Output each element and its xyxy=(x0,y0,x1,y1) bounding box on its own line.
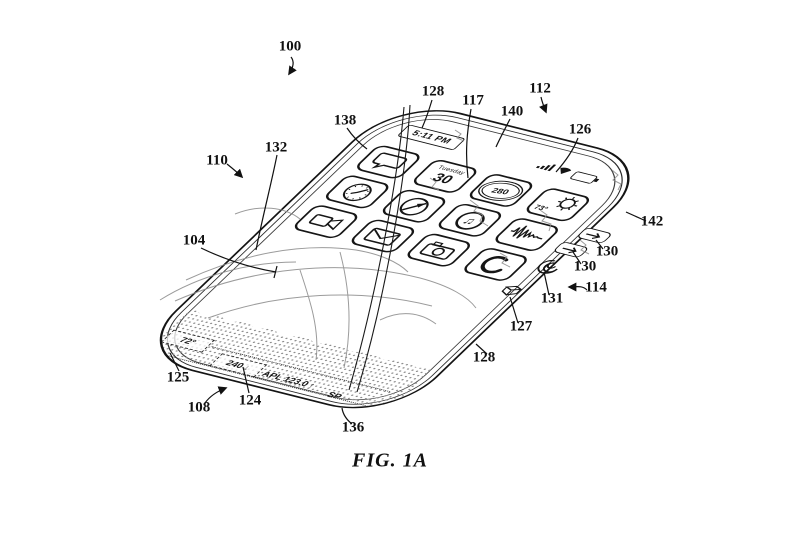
ref-label-130: 130 xyxy=(574,259,597,276)
leader-100 xyxy=(289,57,293,74)
ref-label-110: 110 xyxy=(206,153,228,170)
ref-label-127: 127 xyxy=(510,319,533,336)
leader-128-bottom xyxy=(476,344,487,354)
glass-phone-body: 5:11 PM Tuesday 30 280 xyxy=(129,97,661,421)
ref-label-100: 100 xyxy=(279,39,302,56)
leader-108 xyxy=(205,388,226,403)
ref-label-136: 136 xyxy=(342,420,365,437)
ref-label-128: 128 xyxy=(422,84,445,101)
ref-label-131: 131 xyxy=(541,291,564,308)
leader-114 xyxy=(569,287,587,290)
ref-label-125: 125 xyxy=(167,370,190,387)
ref-label-128: 128 xyxy=(473,350,496,367)
ref-label-108: 108 xyxy=(188,400,211,417)
ref-label-138: 138 xyxy=(334,113,357,130)
ref-label-126: 126 xyxy=(569,122,592,139)
edge-temp-value: 72° xyxy=(177,336,199,347)
battery-icon xyxy=(569,171,599,184)
leader-112 xyxy=(541,97,546,112)
calendar-day: 30 xyxy=(429,171,456,186)
ref-label-132: 132 xyxy=(265,140,288,157)
leader-136 xyxy=(342,408,352,424)
leader-110 xyxy=(227,164,242,177)
ref-label-130: 130 xyxy=(596,244,619,261)
leader-142 xyxy=(626,212,646,221)
ref-label-117: 117 xyxy=(462,93,484,110)
route-shield: 280 xyxy=(477,180,526,200)
ref-label-124: 124 xyxy=(239,393,262,410)
ref-label-104: 104 xyxy=(183,233,206,250)
route-number: 280 xyxy=(490,186,512,195)
ref-label-112: 112 xyxy=(529,81,551,98)
ref-label-142: 142 xyxy=(641,214,664,231)
ref-label-114: 114 xyxy=(585,280,607,297)
ref-label-140: 140 xyxy=(501,104,524,121)
figure-caption: FIG. 1A xyxy=(352,450,428,473)
